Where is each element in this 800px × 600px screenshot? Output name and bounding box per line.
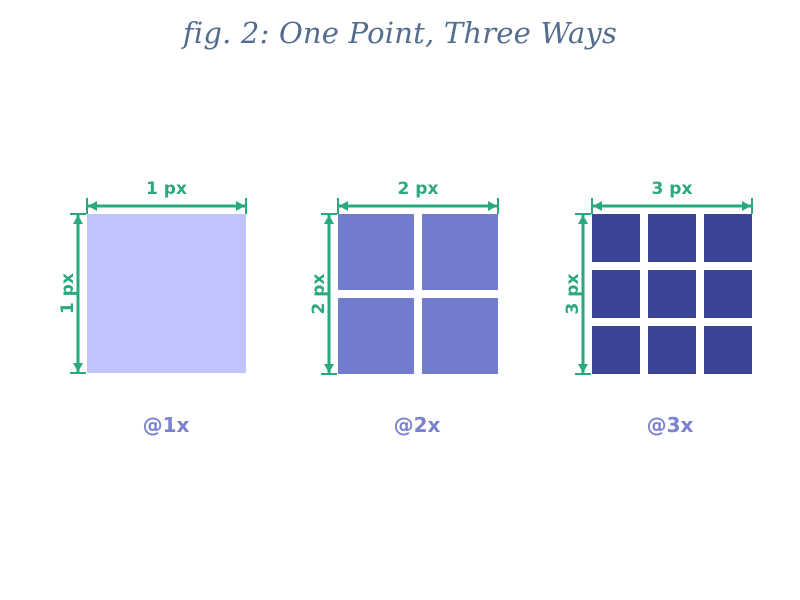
scale-label-3x: @3x: [646, 413, 694, 437]
pixel-cell: [704, 214, 752, 262]
pixel-cell: [648, 326, 696, 374]
width-label: 3 px: [652, 179, 693, 199]
width-label: 2 px: [398, 179, 439, 199]
height-label: 3 px: [563, 274, 583, 315]
panel-3x: 3 px 3 px: [563, 179, 753, 375]
arrow-down-icon: [324, 364, 334, 373]
scale-label-1x: @1x: [142, 413, 190, 437]
pixel-cell: [648, 214, 696, 262]
pixel-cell: [592, 326, 640, 374]
pixel-cell: [704, 270, 752, 318]
pixel-cell: [338, 214, 414, 290]
arrow-up-icon: [73, 215, 83, 224]
arrow-left-icon: [339, 201, 348, 211]
arrow-down-icon: [578, 364, 588, 373]
pixel-cell: [422, 298, 498, 374]
pixel-cell: [648, 270, 696, 318]
pixel-cell: [338, 298, 414, 374]
arrow-up-icon: [324, 215, 334, 224]
panel-2x: 2 px 2 px: [309, 179, 499, 375]
arrow-left-icon: [88, 201, 97, 211]
pixel-cell: [422, 214, 498, 290]
pixel-cell: [704, 326, 752, 374]
arrow-right-icon: [742, 201, 751, 211]
arrow-right-icon: [236, 201, 245, 211]
arrow-down-icon: [73, 363, 83, 372]
arrow-up-icon: [578, 215, 588, 224]
pixel-cell: [592, 214, 640, 262]
width-label: 1 px: [146, 179, 187, 199]
scale-label-2x: @2x: [393, 413, 441, 437]
figure-title: fig. 2: One Point, Three Ways: [182, 16, 618, 50]
height-label: 2 px: [309, 274, 329, 315]
arrow-left-icon: [593, 201, 602, 211]
panel-1x: 1 px 1 px: [58, 179, 247, 374]
pixel-cell: [87, 214, 246, 373]
height-label: 1 px: [58, 273, 78, 314]
arrow-right-icon: [488, 201, 497, 211]
pixel-cell: [592, 270, 640, 318]
